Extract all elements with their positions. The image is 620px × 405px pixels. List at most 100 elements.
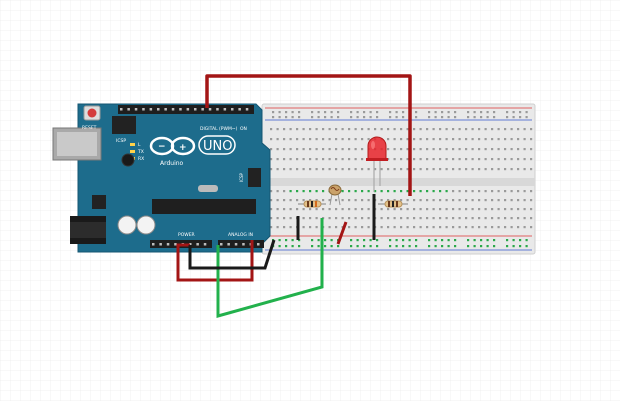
breadboard-hole — [454, 245, 457, 248]
header-pin — [194, 108, 197, 111]
breadboard-hole — [387, 208, 390, 211]
breadboard-hole — [439, 168, 442, 171]
breadboard-hole — [335, 199, 338, 202]
breadboard-hole — [504, 128, 507, 131]
header-pin — [245, 108, 249, 111]
breadboard-hole — [328, 138, 331, 141]
breadboard-hole — [439, 148, 442, 151]
header-pin — [227, 243, 230, 246]
breadboard-hole — [328, 217, 331, 220]
breadboard-hole — [367, 128, 370, 131]
breadboard-hole — [471, 199, 474, 202]
breadboard-hole — [426, 190, 429, 193]
breadboard-hole — [510, 217, 513, 220]
breadboard-hole — [315, 138, 318, 141]
breadboard-hole — [285, 111, 288, 114]
photoresistor — [328, 184, 342, 206]
breadboard-hole — [270, 138, 273, 141]
breadboard-hole — [400, 158, 403, 161]
breadboard-hole — [465, 158, 468, 161]
breadboard-hole — [302, 138, 305, 141]
breadboard-hole — [289, 208, 292, 211]
breadboard-hole — [400, 217, 403, 220]
atmega-chip — [152, 199, 256, 214]
breadboard-hole — [419, 208, 422, 211]
breadboard-hole — [480, 111, 483, 114]
breadboard-hole — [276, 217, 279, 220]
breadboard-hole — [523, 208, 526, 211]
breadboard-hole — [504, 208, 507, 211]
breadboard-hole — [387, 158, 390, 161]
header-pin — [234, 243, 238, 246]
breadboard-hole — [439, 190, 442, 193]
breadboard-hole — [330, 116, 333, 119]
breadboard-hole — [302, 208, 305, 211]
breadboard-hole — [432, 158, 435, 161]
breadboard-hole — [270, 168, 273, 171]
breadboard-hole — [506, 239, 509, 242]
breadboard-hole — [484, 158, 487, 161]
breadboard-hole — [445, 138, 448, 141]
breadboard-hole — [484, 199, 487, 202]
breadboard-hole — [445, 217, 448, 220]
breadboard-hole — [510, 148, 513, 151]
breadboard-hole — [361, 190, 364, 193]
breadboard-hole — [408, 239, 411, 242]
header-pin — [157, 108, 160, 111]
breadboard-hole — [426, 217, 429, 220]
breadboard-hole — [473, 245, 476, 248]
breadboard-hole — [493, 239, 496, 242]
breadboard-hole — [491, 128, 494, 131]
breadboard-hole — [439, 128, 442, 131]
breadboard-hole — [504, 168, 507, 171]
breadboard-hole — [395, 245, 398, 248]
breadboard-hole — [478, 168, 481, 171]
uno-badge — [198, 135, 236, 155]
breadboard-hole — [419, 217, 422, 220]
breadboard-hole — [322, 158, 325, 161]
breadboard-hole — [493, 245, 496, 248]
breadboard-hole — [413, 208, 416, 211]
rx-label: RX — [138, 156, 144, 162]
breadboard-hole — [402, 239, 405, 242]
breadboard-hole — [473, 239, 476, 242]
breadboard-hole — [510, 190, 513, 193]
breadboard — [261, 103, 536, 255]
breadboard-hole — [283, 190, 286, 193]
breadboard-hole — [413, 158, 416, 161]
header-pin — [201, 108, 204, 111]
breadboard-hole — [406, 190, 409, 193]
breadboard-hole — [393, 226, 396, 229]
header-pin — [174, 243, 177, 246]
breadboard-hole — [491, 138, 494, 141]
breadboard-hole — [302, 168, 305, 171]
breadboard-hole — [341, 128, 344, 131]
breadboard-hole — [530, 208, 533, 211]
breadboard-hole — [484, 217, 487, 220]
breadboard-hole — [354, 208, 357, 211]
breadboard-hole — [317, 245, 320, 248]
breadboard-hole — [328, 148, 331, 151]
breadboard-hole — [458, 199, 461, 202]
breadboard-hole — [432, 190, 435, 193]
breadboard-hole — [296, 128, 299, 131]
breadboard-hole — [491, 158, 494, 161]
icsp2-header — [248, 168, 261, 187]
breadboard-hole — [400, 128, 403, 131]
breadboard-hole — [491, 190, 494, 193]
status-led — [121, 153, 135, 167]
breadboard-hole — [491, 148, 494, 151]
breadboard-hole — [432, 148, 435, 151]
breadboard-hole — [309, 208, 312, 211]
breadboard-hole — [298, 116, 301, 119]
breadboard-hole — [530, 226, 533, 229]
breadboard-hole — [315, 190, 318, 193]
breadboard-hole — [517, 199, 520, 202]
breadboard-hole — [523, 226, 526, 229]
breadboard-hole — [348, 148, 351, 151]
red-led — [366, 136, 388, 192]
breadboard-hole — [276, 138, 279, 141]
breadboard-hole — [419, 158, 422, 161]
breadboard-hole — [497, 226, 500, 229]
breadboard-hole — [400, 190, 403, 193]
